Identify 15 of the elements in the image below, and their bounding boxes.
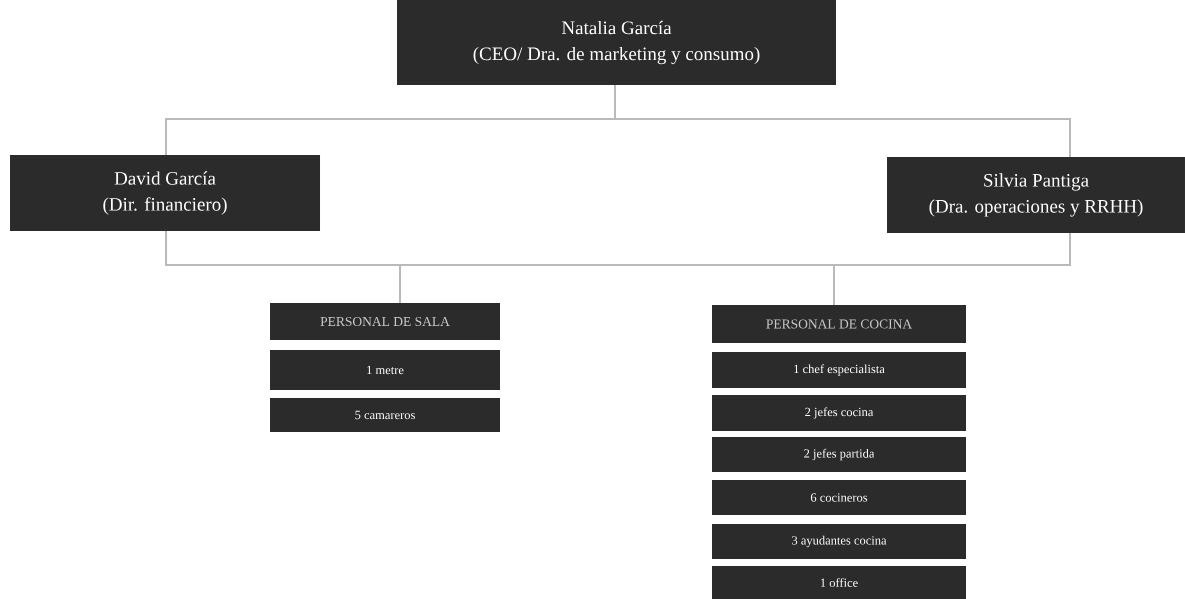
- person-box: David García (Dir. financiero): [10, 155, 320, 231]
- person-box: Natalia García (CEO/ Dra. de marketing y consumo): [397, 0, 836, 85]
- staff-box: 5 camareros: [270, 398, 500, 432]
- staff-box: 2 jefes cocina: [712, 395, 966, 431]
- connector-line: [614, 84, 1071, 158]
- group-header-box: PERSONAL DE SALA: [270, 303, 500, 340]
- group-header-box: PERSONAL DE COCINA: [712, 305, 966, 343]
- person-box: Silvia Pantiga (Dra. operaciones y RRHH): [887, 157, 1185, 233]
- staff-box: 1 metre: [270, 350, 500, 390]
- staff-box: 6 cocineros: [712, 480, 966, 515]
- connector-line: [833, 232, 1071, 306]
- staff-box: 1 chef especialista: [712, 352, 966, 388]
- staff-box: 3 ayudantes cocina: [712, 524, 966, 559]
- staff-box: 1 office: [712, 566, 966, 599]
- staff-box: 2 jefes partida: [712, 437, 966, 472]
